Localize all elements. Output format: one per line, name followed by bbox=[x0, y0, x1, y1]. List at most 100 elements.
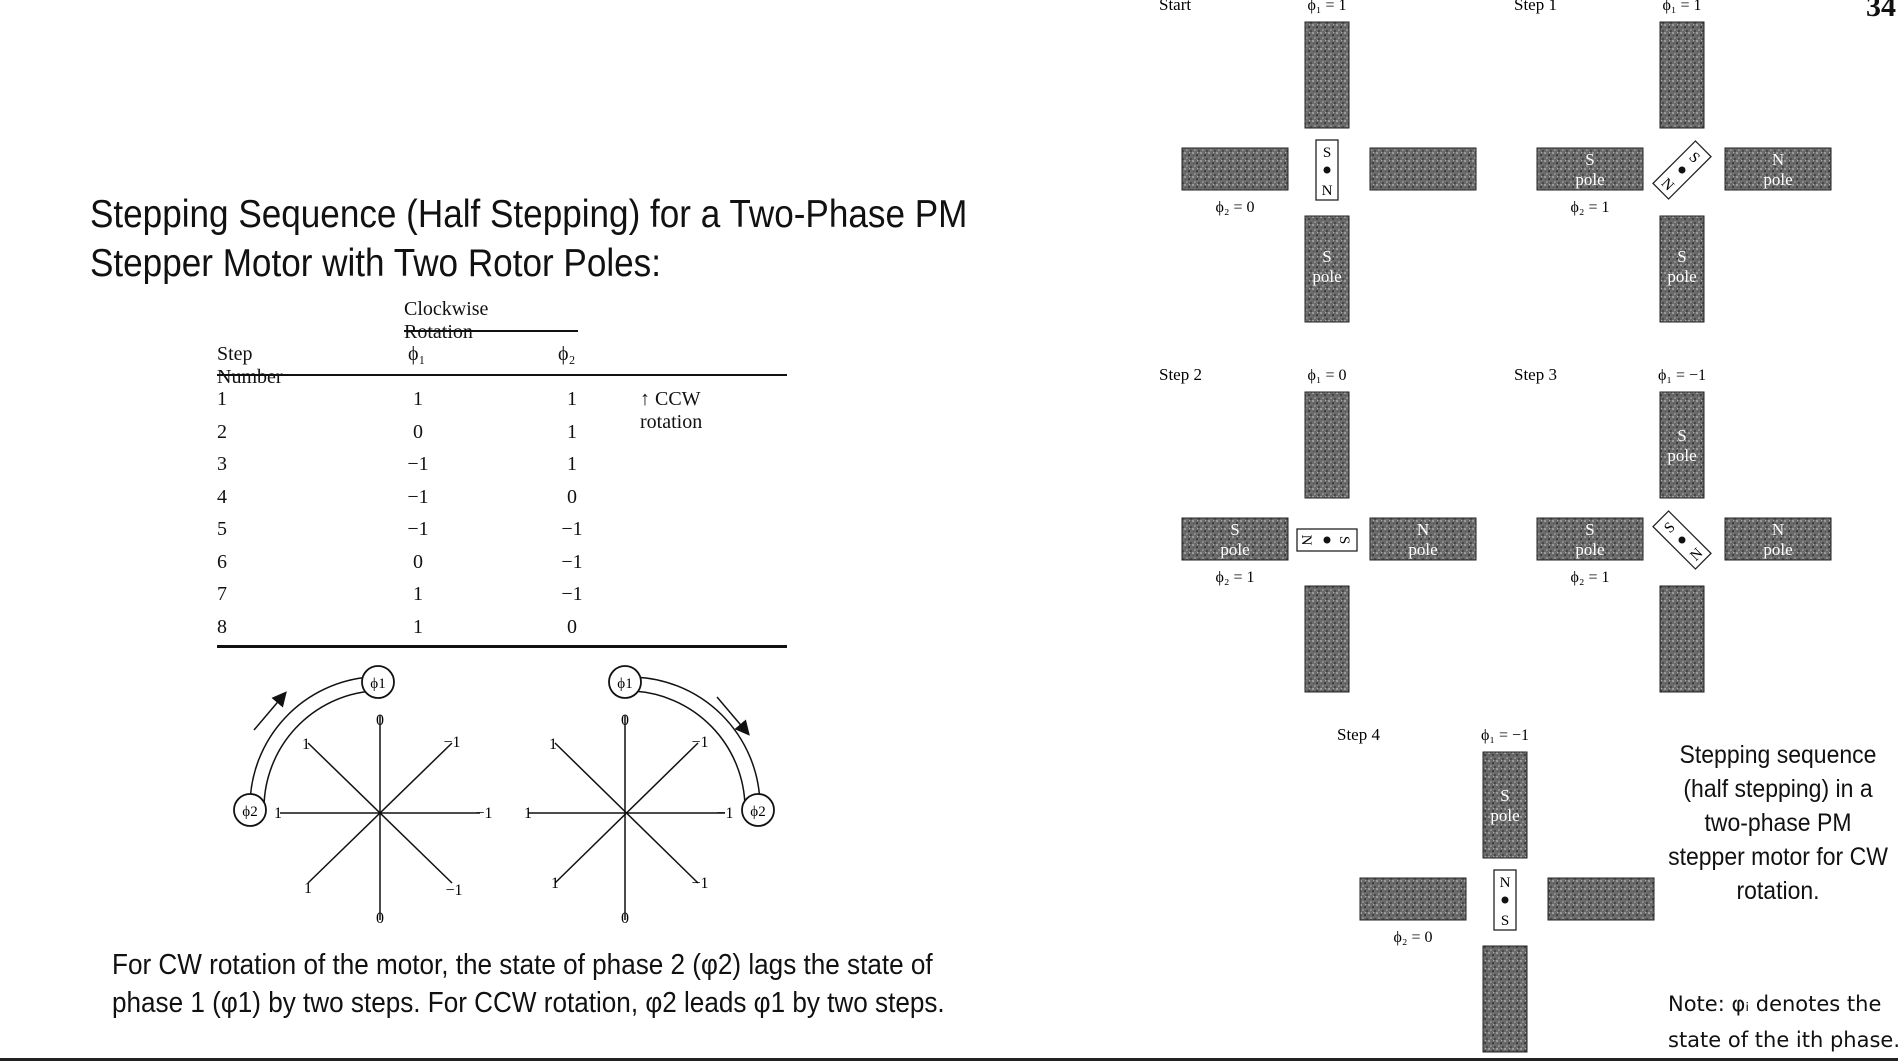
right-pole bbox=[1547, 877, 1655, 921]
phi2-state: ϕ₂ = 1 bbox=[1570, 199, 1609, 216]
table-cell-step: 6 bbox=[217, 550, 227, 573]
table-cell-phi2: 0 bbox=[567, 485, 577, 508]
left-dial-ll: 1 bbox=[304, 880, 312, 897]
table-group-header: Clockwise Rotation bbox=[404, 298, 489, 343]
header-rule bbox=[217, 374, 787, 376]
phi1-state: ϕ₁ = −1 bbox=[1481, 727, 1529, 744]
table-cell-phi2: −1 bbox=[561, 583, 583, 605]
right-pole bbox=[1724, 147, 1832, 191]
table-cell-phi1: −1 bbox=[407, 518, 429, 540]
phi1-state: ϕ₁ = −1 bbox=[1658, 367, 1706, 384]
right-dial: ϕ1 ϕ2 0 0 1 −1 1 −1 1 −1 bbox=[524, 665, 775, 927]
rotor-top-pole: N bbox=[1500, 875, 1511, 891]
table-cell-phi2: 0 bbox=[567, 615, 577, 638]
top-pole bbox=[1659, 391, 1705, 499]
table-cell-step: 8 bbox=[217, 615, 227, 638]
left-dial: ϕ1 ϕ2 0 0 1 −1 1 −1 1 −1 bbox=[233, 665, 493, 927]
pole-label: N bbox=[1772, 150, 1784, 169]
pole-label: pole bbox=[1667, 446, 1696, 465]
pole-label: S bbox=[1500, 786, 1509, 805]
right-pole bbox=[1369, 147, 1477, 191]
phase-note: Note: φᵢ denotes the state of the ith ph… bbox=[1668, 986, 1898, 1058]
page-bottom-rule bbox=[0, 1058, 1898, 1061]
right-dial-lr: −1 bbox=[691, 875, 708, 892]
title-line-2: Stepper Motor with Two Rotor Poles: bbox=[90, 242, 661, 285]
bottom-pole bbox=[1304, 215, 1350, 323]
table-bottom-rule bbox=[217, 645, 787, 648]
phi2-label-left: ϕ2 bbox=[242, 804, 257, 820]
page-number: 34 bbox=[1866, 0, 1896, 23]
left-dial-top: 0 bbox=[376, 712, 384, 729]
top-pole bbox=[1482, 751, 1528, 859]
table-cell-phi1: 0 bbox=[413, 550, 423, 573]
top-pole bbox=[1304, 21, 1350, 129]
group-header-rule bbox=[404, 330, 578, 332]
col-header-phi2: ϕ₂ bbox=[558, 343, 576, 365]
left-dial-right: −1 bbox=[475, 805, 492, 822]
rotor-bottom-pole: N bbox=[1322, 183, 1333, 199]
bottom-pole bbox=[1659, 215, 1705, 323]
phase-dials: ϕ1 ϕ2 0 0 1 −1 1 −1 1 −1 ϕ1 ϕ2 0 0 1 −1 … bbox=[233, 665, 775, 927]
table-cell-phi2: 1 bbox=[567, 453, 577, 475]
right-dial-ul: 1 bbox=[549, 736, 557, 753]
table-cell-step: 1 bbox=[217, 388, 227, 410]
right-dial-ur: −1 bbox=[691, 734, 708, 751]
right-dial-bottom: 0 bbox=[621, 910, 629, 927]
step-label: Step 4 bbox=[1337, 725, 1380, 744]
table-cell-phi2: −1 bbox=[561, 518, 583, 540]
left-pole bbox=[1536, 147, 1644, 191]
pole-label: pole bbox=[1490, 806, 1519, 825]
table-cell-step: 5 bbox=[217, 518, 227, 540]
table-cell-step: 2 bbox=[217, 420, 227, 443]
note-line-1: Note: φᵢ denotes the bbox=[1668, 992, 1882, 1016]
pole-label: S bbox=[1585, 520, 1594, 539]
rotor-top-pole: S bbox=[1336, 536, 1352, 544]
ccw-note: ↑ CCW rotation bbox=[640, 388, 703, 433]
pole-label: pole bbox=[1575, 170, 1604, 189]
rotor: SN bbox=[1296, 528, 1358, 552]
table-cell-phi2: 1 bbox=[567, 420, 577, 443]
table-cell-step: 3 bbox=[217, 453, 227, 475]
left-dial-ur: −1 bbox=[443, 734, 460, 751]
phi1-state: ϕ₁ = 1 bbox=[1662, 0, 1701, 14]
rotor: SN bbox=[1652, 140, 1712, 200]
phi2-label-right: ϕ2 bbox=[750, 804, 765, 820]
left-dial-lr: −1 bbox=[445, 882, 462, 899]
pole-label: pole bbox=[1763, 540, 1792, 559]
table-cell-phi2: 1 bbox=[567, 388, 577, 410]
rotor: NS bbox=[1493, 869, 1517, 931]
title-line-1: Stepping Sequence (Half Stepping) for a … bbox=[90, 193, 968, 236]
left-pole bbox=[1181, 517, 1289, 561]
pole-label: S bbox=[1677, 426, 1686, 445]
pole-label: pole bbox=[1408, 540, 1437, 559]
pole-label: S bbox=[1322, 247, 1331, 266]
table-cell-step: 7 bbox=[217, 583, 227, 605]
right-pole bbox=[1724, 517, 1832, 561]
note-line-2: state of the ith phase. bbox=[1668, 1028, 1898, 1052]
step-label: Step 1 bbox=[1514, 0, 1557, 14]
table-cell-phi1: 0 bbox=[413, 420, 423, 443]
pole-label: N bbox=[1417, 520, 1429, 539]
pole-label: pole bbox=[1763, 170, 1792, 189]
phi1-label-left: ϕ1 bbox=[370, 676, 385, 692]
rotor-top-pole: S bbox=[1323, 145, 1331, 161]
table-cell-step: 4 bbox=[217, 485, 227, 508]
footnote-line-2: phase 1 (φ1) by two steps. For CCW rotat… bbox=[112, 987, 945, 1019]
table-cell-phi1: 1 bbox=[413, 615, 423, 638]
left-dial-bottom: 0 bbox=[376, 910, 384, 927]
bottom-pole bbox=[1304, 585, 1350, 693]
phi2-state: ϕ₂ = 1 bbox=[1570, 569, 1609, 586]
table-cell-phi2: −1 bbox=[561, 550, 583, 573]
pole-label: pole bbox=[1667, 267, 1696, 286]
pole-label: pole bbox=[1575, 540, 1604, 559]
phi1-state: ϕ₁ = 1 bbox=[1307, 0, 1346, 14]
bottom-pole bbox=[1482, 945, 1528, 1053]
col-header-step: Step Number bbox=[217, 343, 283, 388]
phi2-state: ϕ₂ = 0 bbox=[1393, 929, 1432, 946]
phi1-circle-right bbox=[608, 665, 642, 699]
pole-label: pole bbox=[1220, 540, 1249, 559]
pole-label: pole bbox=[1312, 267, 1341, 286]
